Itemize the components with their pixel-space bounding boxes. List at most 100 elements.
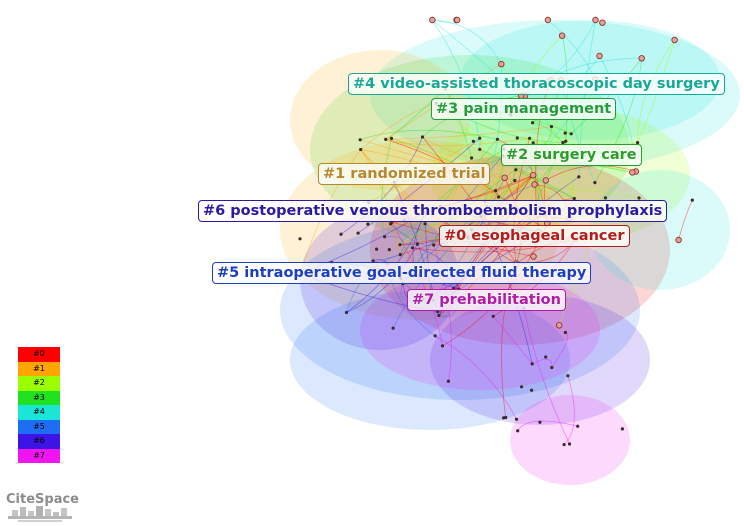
legend-item-4: #4 xyxy=(18,405,60,420)
citation-node xyxy=(592,16,599,24)
citation-node xyxy=(629,169,636,176)
citation-node xyxy=(429,16,436,24)
citation-node xyxy=(530,171,537,179)
citation-node xyxy=(520,385,524,389)
citation-link xyxy=(360,129,498,141)
citation-node xyxy=(563,131,567,135)
citation-node xyxy=(528,136,532,140)
citation-link xyxy=(340,136,423,235)
citation-node xyxy=(562,443,566,447)
citation-link xyxy=(360,149,401,255)
citespace-logo-icon xyxy=(8,506,72,522)
citation-link xyxy=(384,235,404,255)
citation-node xyxy=(471,139,475,143)
citation-link xyxy=(385,137,530,146)
citation-node xyxy=(432,243,436,247)
citation-link xyxy=(532,122,564,143)
cluster-label-1: #1 randomized trial xyxy=(318,163,491,185)
citation-node xyxy=(398,243,402,247)
citation-node xyxy=(566,374,570,378)
citation-link xyxy=(545,165,637,181)
citation-node xyxy=(498,60,505,68)
citation-node xyxy=(569,132,573,136)
citation-node xyxy=(671,36,678,44)
citation-node xyxy=(371,259,375,263)
citation-node xyxy=(549,125,554,129)
citation-node xyxy=(690,198,694,202)
citation-node xyxy=(398,253,402,257)
citation-link xyxy=(563,375,575,445)
citation-node xyxy=(561,140,565,145)
citation-node xyxy=(358,138,362,142)
citation-link xyxy=(385,126,552,140)
citation-node xyxy=(454,16,461,24)
citation-node xyxy=(356,231,360,235)
citespace-logo-text: CiteSpace xyxy=(6,492,79,507)
citation-node xyxy=(636,141,640,145)
citation-node xyxy=(516,429,520,433)
citation-node xyxy=(504,415,508,420)
citation-node xyxy=(531,121,535,125)
citation-node xyxy=(675,236,682,244)
citation-node xyxy=(550,365,554,370)
citation-node xyxy=(544,355,548,359)
citation-node xyxy=(389,222,393,226)
citation-node xyxy=(339,232,343,236)
citation-node xyxy=(637,196,641,200)
citation-node xyxy=(577,175,581,179)
citation-node xyxy=(603,196,608,200)
citation-node xyxy=(440,344,445,348)
citation-link xyxy=(385,88,446,140)
citation-link xyxy=(637,39,675,143)
citation-node xyxy=(531,181,538,188)
cluster-label-6: #6 postoperative venous thromboembolism … xyxy=(198,200,668,222)
cluster-label-5: #5 intraoperative goal-directed fluid th… xyxy=(212,262,592,284)
legend-item-7: #7 xyxy=(18,448,60,463)
citation-link xyxy=(515,169,575,199)
citation-link xyxy=(678,199,693,241)
citation-node xyxy=(599,19,606,26)
citation-link xyxy=(399,148,505,245)
citation-node xyxy=(530,388,534,392)
citation-node xyxy=(491,314,495,318)
citation-node xyxy=(530,362,534,366)
cluster-label-3: #3 pain management xyxy=(431,98,617,120)
citation-node xyxy=(478,147,482,151)
citation-node xyxy=(344,310,349,315)
citation-link xyxy=(532,358,553,368)
cluster-label-4: #4 video-assisted thoracoscopic day surg… xyxy=(348,73,725,95)
citation-node xyxy=(531,141,535,145)
citation-link xyxy=(432,19,502,65)
citation-node xyxy=(563,330,568,335)
citation-node xyxy=(638,55,645,62)
citation-node xyxy=(558,32,566,39)
citation-node xyxy=(497,195,501,199)
cluster-color-legend: #0 #1 #2 #3 #4 #5 #6 #7 xyxy=(18,347,60,463)
citation-node xyxy=(544,16,552,24)
citation-node xyxy=(501,174,508,181)
legend-item-2: #2 xyxy=(18,376,60,391)
cluster-label-2: #2 surgery care xyxy=(501,144,642,166)
citation-node xyxy=(478,136,482,140)
citation-node xyxy=(495,137,499,141)
citation-link xyxy=(385,139,499,198)
citation-link xyxy=(504,177,522,264)
citation-link xyxy=(357,137,480,234)
citation-node xyxy=(564,139,568,143)
citation-link xyxy=(434,335,517,420)
citation-link xyxy=(422,136,472,159)
citation-node xyxy=(596,52,603,60)
citation-node xyxy=(410,246,414,250)
citation-node xyxy=(556,322,563,329)
cluster-label-7: #7 prehabilitation xyxy=(407,289,566,311)
cluster-region-8 xyxy=(290,290,570,430)
citation-link xyxy=(400,174,534,255)
citation-node xyxy=(620,427,625,431)
citation-link xyxy=(515,169,575,199)
citation-node xyxy=(446,379,450,383)
citation-node xyxy=(383,235,387,239)
citation-link xyxy=(533,126,552,146)
cluster-label-0: #0 esophageal cancer xyxy=(439,225,630,247)
citation-node xyxy=(567,442,572,446)
citation-node xyxy=(375,247,379,251)
